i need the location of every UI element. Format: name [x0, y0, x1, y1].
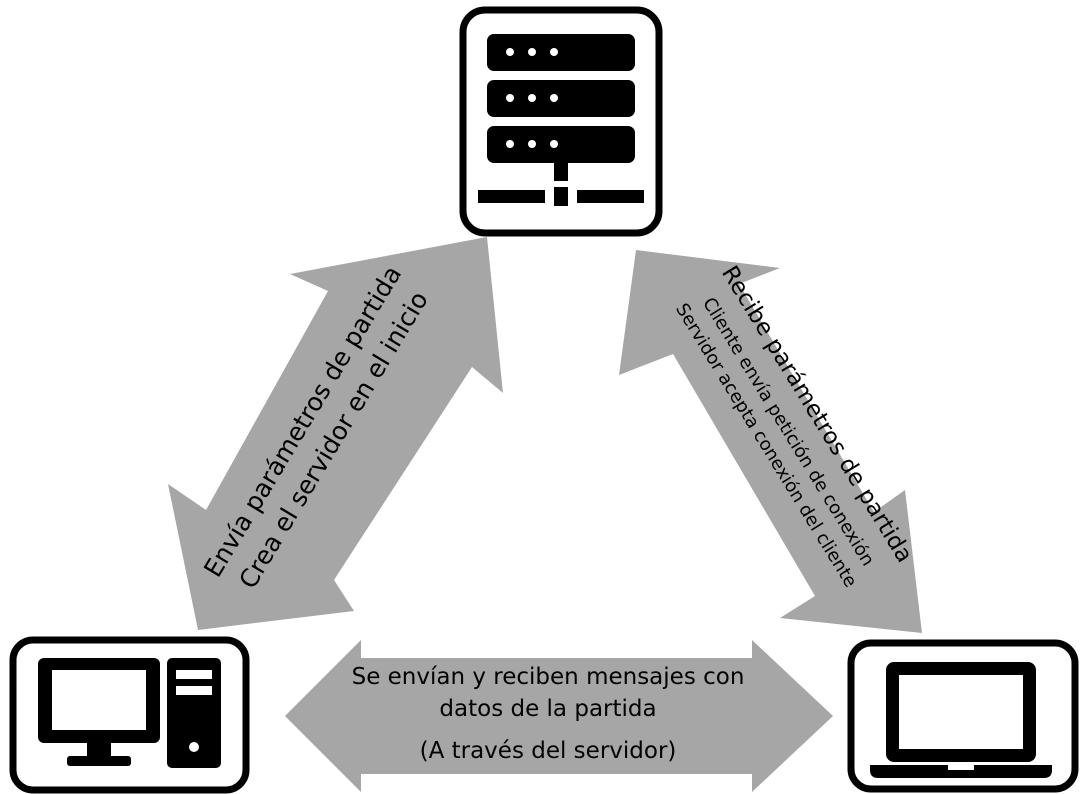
bottom-arrow-line2: datos de la partida	[439, 696, 656, 722]
laptop-icon	[870, 662, 1052, 778]
bottom-double-arrow	[285, 640, 833, 792]
server-rack-icon	[478, 34, 644, 206]
right-double-arrow	[619, 250, 922, 633]
desktop-computer-icon	[38, 658, 221, 768]
server-node	[459, 6, 663, 237]
laptop-node	[847, 639, 1079, 793]
bottom-arrow-line1: Se envían y reciben mensajes con	[352, 664, 745, 690]
left-double-arrow	[168, 237, 503, 630]
desktop-node	[9, 636, 250, 794]
bottom-arrow-line3: (A través del servidor)	[420, 738, 677, 764]
